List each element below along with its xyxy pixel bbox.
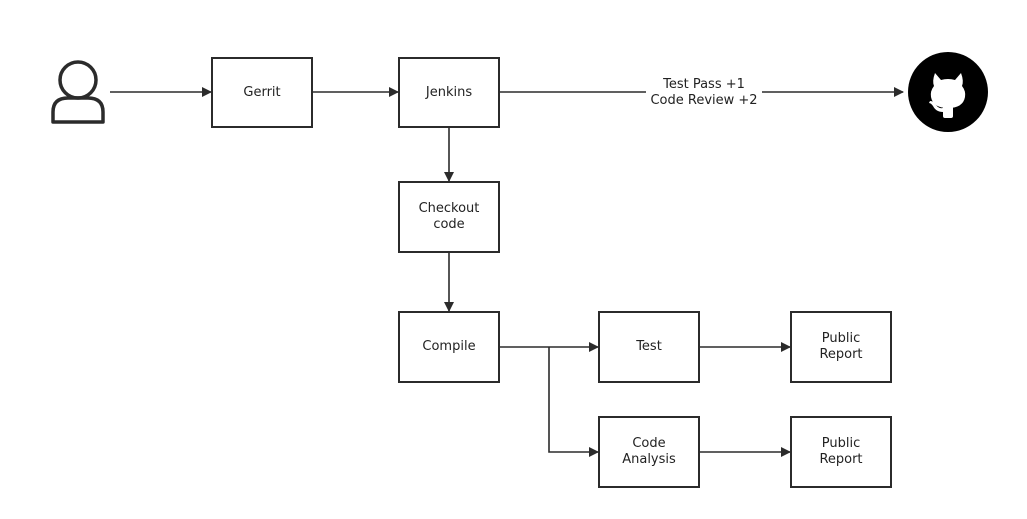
node-checkout-code: Checkout code <box>398 181 500 253</box>
edge-label-review: Test Pass +1 Code Review +2 <box>646 77 762 109</box>
edge-compile-analysis <box>548 347 599 457</box>
github-icon <box>908 52 988 132</box>
node-compile: Compile <box>398 311 500 383</box>
node-gerrit: Gerrit <box>211 57 313 128</box>
user-icon <box>51 60 105 124</box>
node-code-analysis: Code Analysis <box>598 416 700 488</box>
node-public-report-analysis: Public Report <box>790 416 892 488</box>
node-public-report-test: Public Report <box>790 311 892 383</box>
node-jenkins: Jenkins <box>398 57 500 128</box>
node-test: Test <box>598 311 700 383</box>
